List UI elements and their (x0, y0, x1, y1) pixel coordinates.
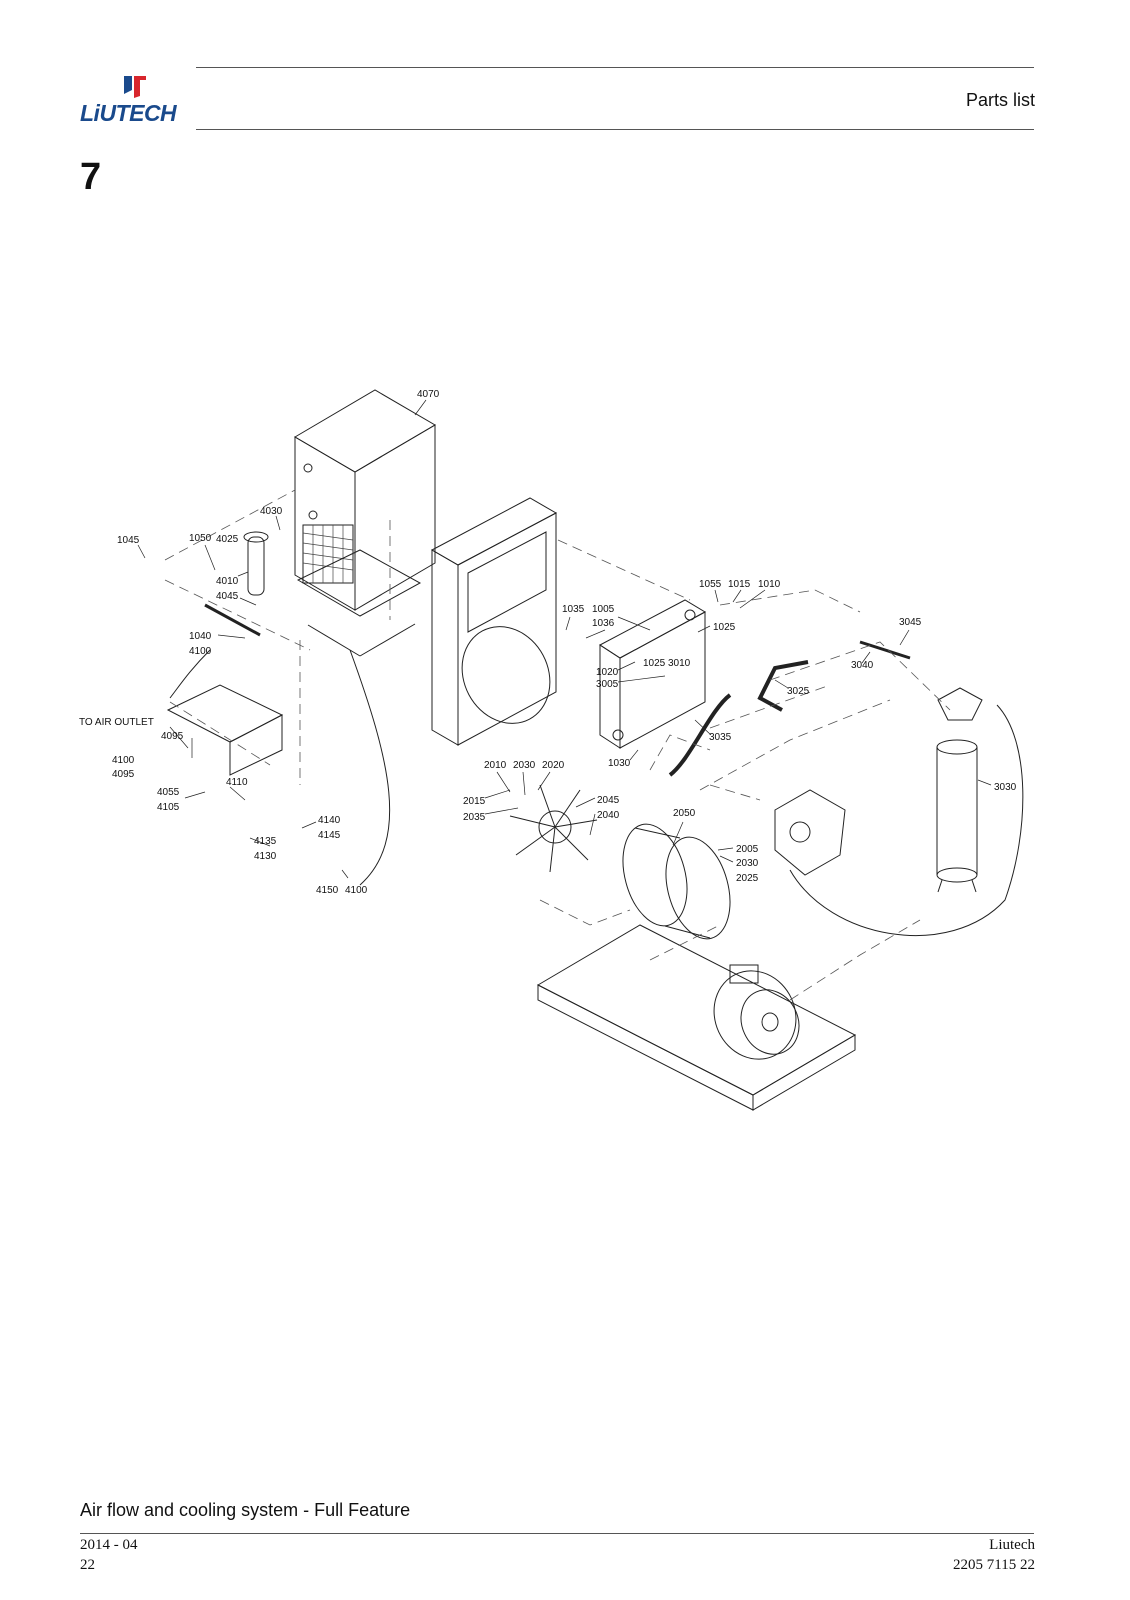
callout-2045: 2045 (597, 795, 620, 806)
footer-document-number: 2205 7115 22 (953, 1557, 1035, 1573)
callout-4095-upper: 4095 (161, 731, 184, 742)
assembly-guides (164, 489, 951, 1001)
mounting-bracket (166, 684, 284, 743)
callout-2035: 2035 (463, 812, 486, 823)
callout-4025: 4025 (216, 534, 239, 545)
callout-3040: 3040 (851, 660, 874, 671)
callout-2005: 2005 (736, 844, 759, 855)
company-logo: LiUTECH (80, 76, 190, 126)
callout-3035: 3035 (709, 732, 732, 743)
callout-1025-mid: 1025 (643, 658, 666, 669)
callout-1020: 1020 (596, 667, 619, 678)
callout-4100-left: 4100 (112, 755, 135, 766)
callout-3025: 3025 (787, 686, 810, 697)
callout-1040: 1040 (189, 631, 212, 642)
hose-1040 (204, 603, 261, 637)
callout-4095-left: 4095 (112, 769, 135, 780)
header-title: Parts list (965, 90, 1035, 110)
oil-line-3030 (789, 704, 1024, 937)
cooler-block (599, 599, 707, 749)
callout-2020: 2020 (542, 760, 565, 771)
callout-leaders (137, 399, 992, 879)
callout-4135: 4135 (254, 836, 277, 847)
callout-4140: 4140 (318, 815, 341, 826)
callout-4100-upper: 4100 (189, 646, 212, 657)
callout-2050: 2050 (673, 808, 696, 819)
logo-wordmark: LiUTECH (80, 100, 177, 126)
frame-panel (430, 497, 558, 746)
callout-4055: 4055 (157, 787, 180, 798)
header-bottom-rule (196, 129, 1034, 130)
footer-company: Liutech (989, 1537, 1035, 1553)
electric-motor (713, 964, 800, 1060)
exploded-parts-diagram: 4070 4030 1045 1050 4025 4010 4045 1040 … (79, 389, 1024, 1111)
callout-4130: 4130 (254, 851, 277, 862)
callout-to-air-outlet: TO AIR OUTLET (79, 717, 154, 728)
callout-4030: 4030 (260, 506, 283, 517)
callout-1050: 1050 (189, 533, 212, 544)
cooling-fan (509, 784, 598, 873)
thermostatic-valve (937, 687, 983, 721)
callout-1005: 1005 (592, 604, 615, 615)
footer-rule (80, 1533, 1034, 1534)
pipe-3045 (859, 640, 911, 660)
callout-3005: 3005 (596, 679, 619, 690)
motor-base-frame (536, 924, 857, 1111)
callout-3030: 3030 (994, 782, 1017, 793)
callout-4110: 4110 (226, 777, 248, 788)
callout-2010: 2010 (484, 760, 507, 771)
drain-tube-4100 (349, 649, 391, 886)
compressor-element (774, 789, 846, 876)
outlet-tube (169, 649, 211, 699)
callout-1035: 1035 (562, 604, 585, 615)
figure-caption: Air flow and cooling system - Full Featu… (80, 1500, 411, 1520)
callout-1045: 1045 (117, 535, 140, 546)
filter-housing (243, 531, 269, 596)
callout-4045: 4045 (216, 591, 239, 602)
callout-4010: 4010 (216, 576, 239, 587)
callout-3010: 3010 (668, 658, 691, 669)
callout-2030-upper: 2030 (513, 760, 536, 771)
fan-shroud (622, 823, 731, 940)
logo-mark-icon (124, 76, 146, 98)
callout-4100-lower: 4100 (345, 885, 368, 896)
callout-4150: 4150 (316, 885, 339, 896)
callout-2025: 2025 (736, 873, 759, 884)
dryer-cabinet (294, 389, 436, 657)
callout-4070: 4070 (417, 389, 440, 400)
callout-1036: 1036 (592, 618, 615, 629)
header-top-rule (196, 67, 1034, 68)
footer-date: 2014 - 04 (80, 1537, 138, 1553)
callout-labels: 4070 4030 1045 1050 4025 4010 4045 1040 … (79, 389, 1017, 896)
callout-2040: 2040 (597, 810, 620, 821)
callout-1025-right: 1025 (713, 622, 736, 633)
section-number: 7 (80, 156, 102, 198)
callout-3045: 3045 (899, 617, 922, 628)
callout-4145: 4145 (318, 830, 341, 841)
pipe-3025 (757, 660, 809, 712)
callout-1010: 1010 (758, 579, 781, 590)
callout-2030-lower: 2030 (736, 858, 759, 869)
callout-1015: 1015 (728, 579, 751, 590)
callout-2015: 2015 (463, 796, 486, 807)
callout-4105: 4105 (157, 802, 180, 813)
footer-page-number: 22 (80, 1557, 95, 1573)
pipe-3035 (668, 693, 732, 777)
callout-1030: 1030 (608, 758, 631, 769)
air-receiver-vessel (936, 739, 978, 893)
callout-1055: 1055 (699, 579, 722, 590)
